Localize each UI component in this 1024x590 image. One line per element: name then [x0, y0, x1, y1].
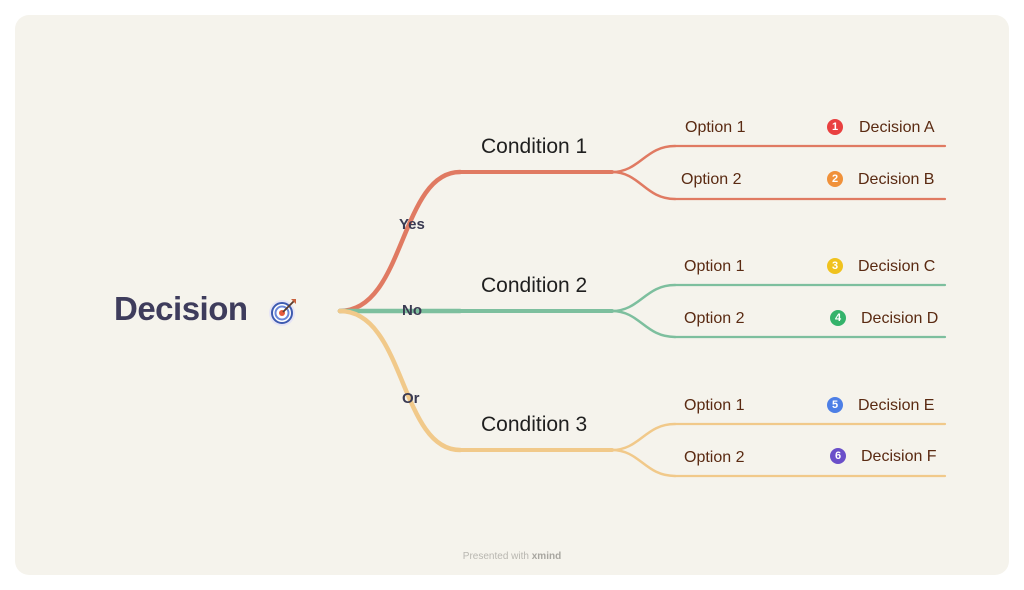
- footer-credit: Presented with xmind: [0, 551, 1024, 562]
- target-icon: [269, 299, 296, 326]
- footer-brand: xmind: [531, 551, 562, 562]
- option-branch-curve: [610, 144, 677, 174]
- option-2-topic[interactable]: Option 2: [681, 171, 742, 188]
- number-badge-4-icon: 4: [830, 310, 846, 326]
- condition-3-topic[interactable]: Condition 3: [481, 413, 588, 436]
- edge-label-no: No: [402, 302, 422, 319]
- decision-d-topic[interactable]: Decision D: [861, 310, 939, 327]
- condition-1-topic[interactable]: Condition 1: [481, 135, 588, 158]
- decision-f-topic[interactable]: Decision F: [861, 448, 937, 465]
- main-branch-curve: [337, 169, 463, 314]
- option-branch-curve: [610, 283, 677, 313]
- decision-a-topic[interactable]: Decision A: [859, 119, 935, 136]
- option-1-topic[interactable]: Option 1: [684, 397, 745, 414]
- canvas: [15, 15, 1009, 575]
- option-branch-curve: [610, 422, 677, 452]
- number-badge-2-icon: 2: [827, 171, 843, 187]
- root-topic[interactable]: Decision: [114, 290, 248, 327]
- edge-label-or: Or: [402, 390, 420, 407]
- option-1-topic[interactable]: Option 1: [684, 258, 745, 275]
- footer-prefix: Presented with: [462, 551, 529, 562]
- option-2-topic[interactable]: Option 2: [684, 449, 745, 466]
- number-badge-1-icon: 1: [827, 119, 843, 135]
- option-branch-curve: [610, 309, 677, 339]
- edge-label-yes: Yes: [399, 216, 425, 233]
- option-branch-curve: [610, 170, 677, 201]
- decision-b-topic[interactable]: Decision B: [858, 171, 935, 188]
- option-branch-curve: [610, 448, 677, 478]
- decision-e-topic[interactable]: Decision E: [858, 397, 935, 414]
- decision-c-topic[interactable]: Decision C: [858, 258, 936, 275]
- condition-2-topic[interactable]: Condition 2: [481, 274, 588, 297]
- option-1-topic[interactable]: Option 1: [685, 119, 746, 136]
- option-2-topic[interactable]: Option 2: [684, 310, 745, 327]
- number-badge-3-icon: 3: [827, 258, 843, 274]
- main-branch-curve: [337, 308, 463, 453]
- number-badge-6-icon: 6: [830, 448, 846, 464]
- number-badge-5-icon: 5: [827, 397, 843, 413]
